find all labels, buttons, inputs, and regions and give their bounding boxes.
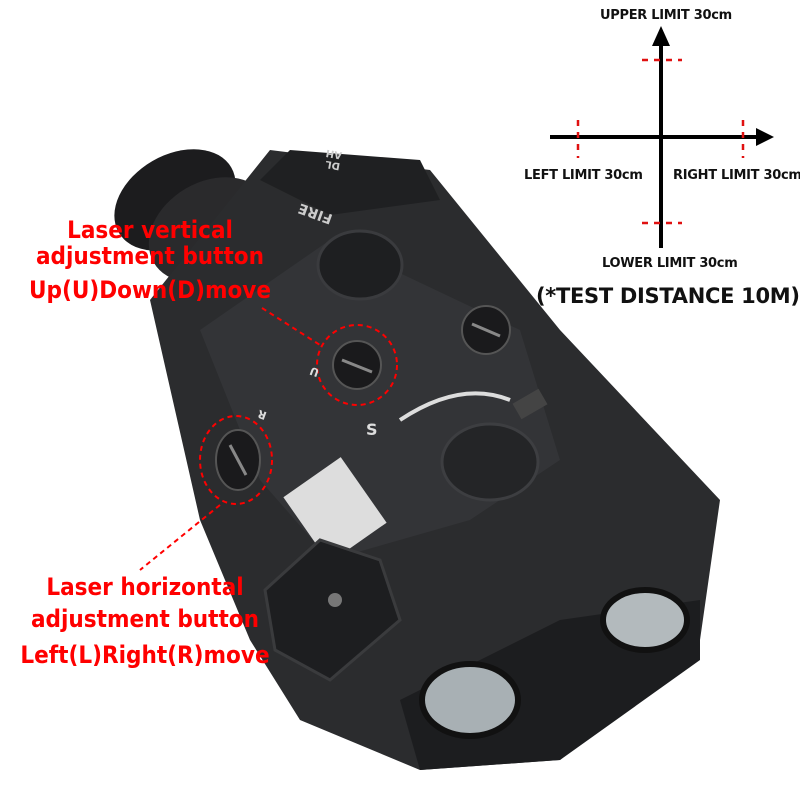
vertical-pointer-line — [261, 307, 321, 346]
horizontal-annotation-line2: adjustment button — [30, 605, 260, 633]
horizontal-annotation: Laser horizontal adjustment button Left(… — [15, 575, 275, 667]
upper-limit-label: UPPER LIMIT 30cm — [600, 8, 732, 23]
left-limit-label: LEFT LIMIT 30cm — [524, 168, 643, 183]
horizontal-highlight-circle — [199, 415, 273, 505]
fire-button — [316, 229, 404, 301]
vertical-highlight-circle — [316, 324, 398, 406]
limits-cross-diagram — [550, 26, 774, 248]
lens-left — [419, 661, 521, 739]
lower-limit-label: LOWER LIMIT 30cm — [602, 256, 738, 271]
warning-label — [283, 457, 387, 563]
right-limit-label: RIGHT LIMIT 30cm — [673, 168, 800, 183]
lens-cap — [263, 538, 402, 682]
vertical-annotation-line1: Laser vertical — [67, 216, 233, 244]
vertical-annotation: Laser vertical adjustment button Up(U)Do… — [25, 218, 275, 302]
lens-right — [600, 587, 690, 653]
test-distance-note: (*TEST DISTANCE 10M) — [536, 284, 800, 308]
right-arrow-icon — [756, 128, 774, 146]
vertical-annotation-line3: Up(U)Down(D)move — [28, 276, 272, 304]
switch-label: S — [366, 420, 378, 439]
up-arrow-icon — [652, 26, 670, 46]
horizontal-pointer-line — [139, 504, 221, 571]
horizontal-annotation-line3: Left(L)Right(R)move — [20, 641, 270, 669]
horizontal-annotation-line1: Laser horizontal — [46, 573, 244, 601]
vertical-annotation-line2: adjustment button — [35, 242, 265, 270]
